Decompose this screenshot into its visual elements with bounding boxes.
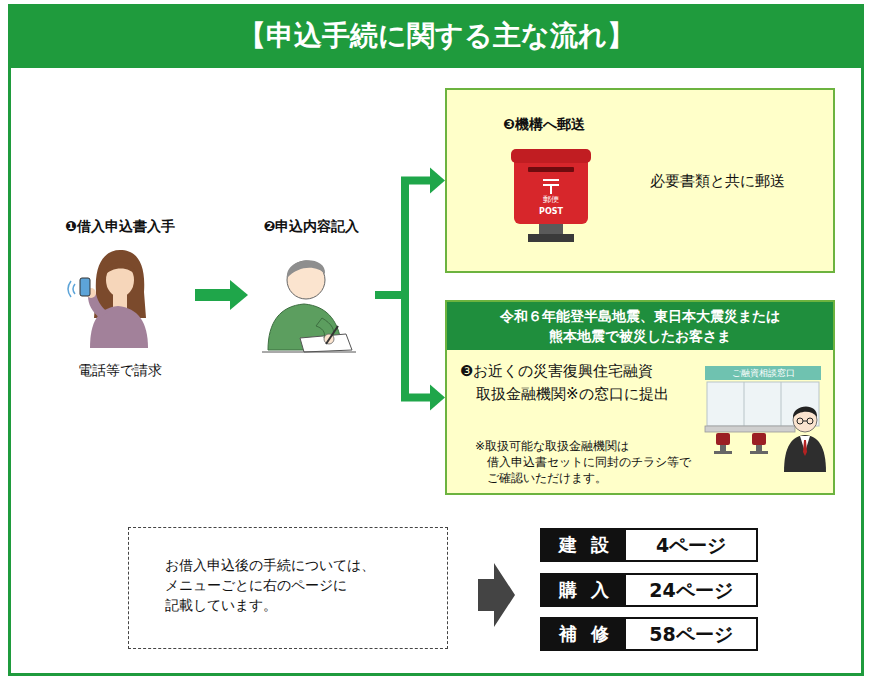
counter-illustration-part [793,407,817,418]
page-ref-box: 購 入24ページ [540,573,758,607]
illustration-label: ご融資相談窓口 [705,367,821,379]
illustration-label: 郵便 [541,195,561,205]
page-number: 4ページ [626,530,756,560]
counter-illustration-part [707,382,819,426]
menu-name: 購 入 [542,575,626,605]
counter-illustration-part [752,433,766,445]
step-heading: ❸お近くの災害復興住宅融資 取扱金融機関※の窓口に提出 [460,360,700,406]
band-heading: 令和６年能登半島地震、東日本大震災または 熊本地震で被災したお客さま [447,306,833,346]
woman-phone-illustration-part [88,294,108,318]
counter-illustration-part [716,433,730,445]
page-ref-box: 補 修58ページ [540,617,758,651]
arrow-head [430,385,445,411]
arrow-line [375,295,432,398]
mailbox-illustration-part [528,234,574,242]
page-number: 24ページ [626,575,756,605]
woman-phone-illustration-part [86,288,96,298]
counter-illustration-part [720,445,726,451]
flow-arrow [375,295,445,411]
step-item: ❶借入申込書入手電話等で請求 [45,210,195,380]
mailbox-illustration-part [528,167,574,172]
option-box: ❸お近くの災害復興住宅融資 取扱金融機関※の窓口に提出 ※取扱可能な取扱金融機関は… [445,300,835,495]
counter-illustration-part [744,382,745,426]
step-note: 必要書類と共に郵送 [650,172,785,191]
note-text: お借入申込後の手続については、 メニューごとに右のページに 記載しています。 [165,555,435,615]
counter-illustration-part [705,426,795,432]
pointer-arrow [478,563,515,627]
option-box: ❸機構へ郵送必要書類と共に郵送 [445,88,835,273]
counter-illustration-part [784,435,826,472]
step-heading: ❸機構へ郵送 [503,116,585,134]
arrow-line [195,289,232,301]
man-writing-illustration-part [326,326,338,344]
flow-arrow [195,280,248,310]
counter-illustration [705,366,826,472]
step-heading: ❷申込内容記入 [248,218,375,236]
woman-phone-illustration-part [104,262,136,276]
flow-arrow [375,168,445,296]
step-heading: ❶借入申込書入手 [45,218,195,236]
counter-illustration-part [800,436,810,452]
page-ref-box: 建 設4ページ [540,528,758,562]
counter-illustration-part [714,451,732,454]
woman-phone-illustration-part [113,292,127,308]
woman-phone-illustration-part [94,250,146,318]
woman-phone-illustration-part [68,281,75,297]
page-number: 58ページ [626,619,756,649]
woman-phone-illustration-part [106,263,134,297]
woman-phone-illustration-part [80,278,90,296]
man-writing-illustration-part [287,260,325,278]
arrow-head [230,280,248,310]
man-writing-illustration-part [300,334,352,352]
counter-illustration-part [750,451,768,454]
mailbox-illustration [511,149,591,242]
footnote: ※取扱可能な取扱金融機関は 借入申込書セットに同封のチラシ等で ご確認いただけま… [475,438,715,486]
counter-illustration-part [797,418,803,424]
counter-illustration-part [781,382,782,426]
man-writing-illustration-part [268,304,342,350]
counter-illustration-part [793,408,817,432]
man-writing-illustration-part [316,318,334,338]
counter-illustration-part [705,366,821,380]
woman-phone-illustration [68,250,148,348]
illustration-label: POST [536,207,566,217]
arrow-line [375,181,432,296]
menu-name: 建 設 [542,530,626,560]
mailbox-illustration-part [511,149,591,163]
man-writing-illustration-part [262,352,356,353]
note-box: お借入申込後の手続については、 メニューごとに右のページに 記載しています。 [128,527,448,649]
counter-illustration-part [756,445,762,451]
title-band: 【申込手続に関する主な流れ】 [8,4,864,68]
mailbox-illustration-part [514,154,588,224]
mailbox-illustration-part [539,224,563,234]
man-writing-illustration [262,260,356,352]
step-item: ❷申込内容記入 [248,210,375,380]
step-note: 電話等で請求 [45,362,195,380]
page-title: 【申込手続に関する主な流れ】 [8,4,864,68]
arrow-head [430,168,445,194]
man-writing-illustration-part [324,334,334,344]
counter-illustration-part [803,440,807,456]
man-writing-illustration-part [287,261,325,299]
counter-illustration-part [807,418,813,424]
header-band: 令和６年能登半島地震、東日本大震災または 熊本地震で被災したお客さま [447,302,833,350]
counter-illustration-part [803,421,807,422]
menu-name: 補 修 [542,619,626,649]
woman-phone-illustration-part [90,306,148,348]
mailbox-illustration-part [543,180,559,194]
